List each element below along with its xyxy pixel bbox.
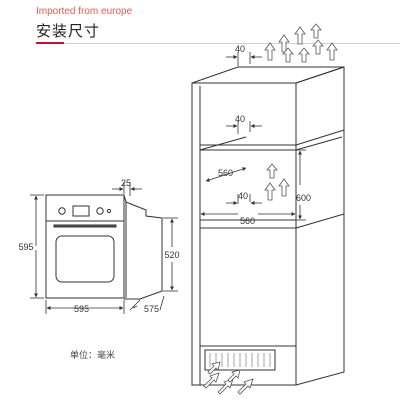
airflow-in-icon [227, 369, 241, 383]
unit-label: 单位：毫米 [70, 351, 116, 361]
airflow-up-icon [266, 163, 278, 179]
cabinet-lower-door [199, 227, 297, 347]
airflow-in-icon [207, 361, 221, 375]
airflow-in-icon [217, 378, 234, 395]
airflow-up-icon [310, 23, 322, 39]
airflow-arrows-bottom [203, 361, 254, 395]
airflow-up-icon [326, 42, 338, 61]
oven-drawing [45, 194, 163, 300]
airflow-arrows-middle [264, 163, 290, 201]
airflow-arrows-top [264, 23, 338, 63]
cabinet-dim-cavity-height: 600 [296, 193, 311, 203]
oven-dimension-lines [30, 182, 178, 314]
cabinet-dim-cavity-width: 560 [240, 216, 255, 226]
cabinet-front [191, 82, 297, 386]
title-divider [64, 42, 400, 44]
oven-door-handle [53, 224, 117, 228]
cabinet-dim-shelf-clearance: 40 [235, 114, 245, 124]
brand-tagline: Imported from europe [36, 6, 133, 17]
oven-knob-right [96, 207, 104, 215]
airflow-in-icon [203, 372, 220, 389]
cabinet-drawing [191, 66, 345, 386]
airflow-up-icon [298, 47, 310, 63]
airflow-up-icon [264, 182, 276, 201]
airflow-up-icon [312, 39, 324, 55]
oven-front-frame [45, 194, 125, 299]
airflow-in-icon [237, 378, 254, 395]
oven-display [72, 205, 90, 217]
oven-side-body [123, 194, 163, 300]
airflow-up-icon [264, 42, 276, 61]
oven-dim-width: 595 [74, 304, 89, 314]
cabinet-right-side [295, 66, 345, 386]
title-accent-bar [36, 42, 64, 44]
oven-dim-height: 595 [18, 242, 33, 252]
oven-door-window [55, 235, 115, 283]
airflow-up-icon [282, 47, 294, 63]
oven-button [106, 208, 112, 214]
airflow-up-icon [278, 178, 290, 197]
oven-dim-depth: 575 [144, 304, 159, 314]
oven-dim-body-height: 520 [164, 250, 179, 260]
airflow-up-icon [294, 26, 306, 45]
page-title: 安装尺寸 [36, 22, 101, 40]
oven-knob-left [58, 207, 66, 215]
cabinet-dim-rear-gap: 40 [238, 191, 248, 201]
oven-dim-panel-offset: 25 [121, 178, 131, 188]
cabinet-dim-cavity-depth: 560 [218, 168, 233, 178]
cabinet-dim-top-clearance: 40 [235, 44, 245, 54]
cabinet-dimension-lines [200, 52, 306, 221]
